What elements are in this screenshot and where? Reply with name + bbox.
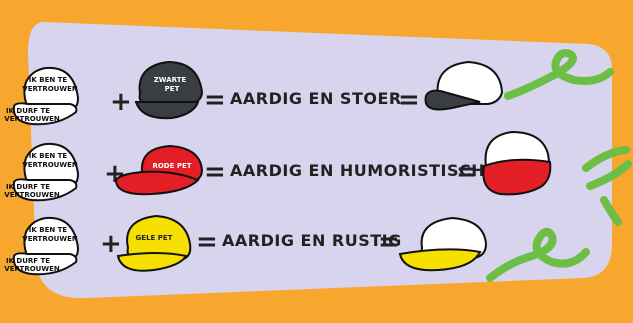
- equals-sign: =: [204, 157, 226, 187]
- yellow-cap-label: GELE PET: [136, 234, 173, 242]
- trust-cap-text-b1: IK DURF TE: [6, 107, 50, 115]
- result-cap-black-brim: [424, 60, 504, 111]
- row-3: IK BEN TE VERTROUWEN IK DURF TE VERTROUW…: [4, 214, 590, 282]
- plus-sign: +: [110, 87, 132, 117]
- equation-text: AARDIG EN STOER: [230, 89, 402, 108]
- green-ribbon: [582, 146, 632, 226]
- trust-cap-white: IK BEN TE VERTROUWEN IK DURF TE VERTROUW…: [4, 66, 80, 126]
- red-cap-label: RODE PET: [152, 162, 191, 170]
- trust-cap-text-b2: VERTROUWEN: [4, 191, 60, 199]
- trust-cap-white: IK BEN TE VERTROUWEN IK DURF TE VERTROUW…: [4, 142, 80, 202]
- equals-sign: =: [196, 227, 218, 257]
- equals-sign: =: [204, 85, 226, 115]
- row-2: IK BEN TE VERTROUWEN IK DURF TE VERTROUW…: [4, 130, 632, 226]
- trust-cap-text-a2: VERTROUWEN: [22, 85, 78, 93]
- trust-cap-text-b2: VERTROUWEN: [4, 265, 60, 273]
- equals-sign: =: [456, 157, 478, 187]
- trust-cap-text-a1: IK BEN TE: [29, 76, 68, 84]
- yellow-cap: GELE PET: [116, 214, 192, 272]
- result-cap-red: [482, 130, 552, 196]
- trust-cap-text-a1: IK BEN TE: [29, 152, 68, 160]
- equation-text: AARDIG EN RUSTIG: [222, 231, 402, 250]
- black-cap-label-2: PET: [165, 85, 180, 93]
- black-cap-label-1: ZWARTE: [154, 76, 187, 84]
- trust-cap-text-a2: VERTROUWEN: [22, 235, 78, 243]
- trust-cap-text-a2: VERTROUWEN: [22, 161, 78, 169]
- green-ribbon: [504, 49, 614, 100]
- plus-sign: +: [100, 229, 122, 259]
- equals-sign: =: [378, 227, 400, 257]
- trust-cap-text-b2: VERTROUWEN: [4, 115, 60, 123]
- trust-cap-white: IK BEN TE VERTROUWEN IK DURF TE VERTROUW…: [4, 216, 80, 276]
- green-ribbon: [486, 227, 590, 282]
- red-cap: RODE PET: [114, 144, 204, 196]
- black-cap: ZWARTE PET: [134, 60, 204, 120]
- trust-cap-text-b1: IK DURF TE: [6, 183, 50, 191]
- trust-cap-text-b1: IK DURF TE: [6, 257, 50, 265]
- result-cap-yellow: [398, 216, 488, 272]
- equation-text: AARDIG EN HUMORISTISCH: [230, 161, 485, 180]
- row-1: IK BEN TE VERTROUWEN IK DURF TE VERTROUW…: [4, 49, 614, 126]
- equals-sign: =: [398, 85, 420, 115]
- trust-cap-text-a1: IK BEN TE: [29, 226, 68, 234]
